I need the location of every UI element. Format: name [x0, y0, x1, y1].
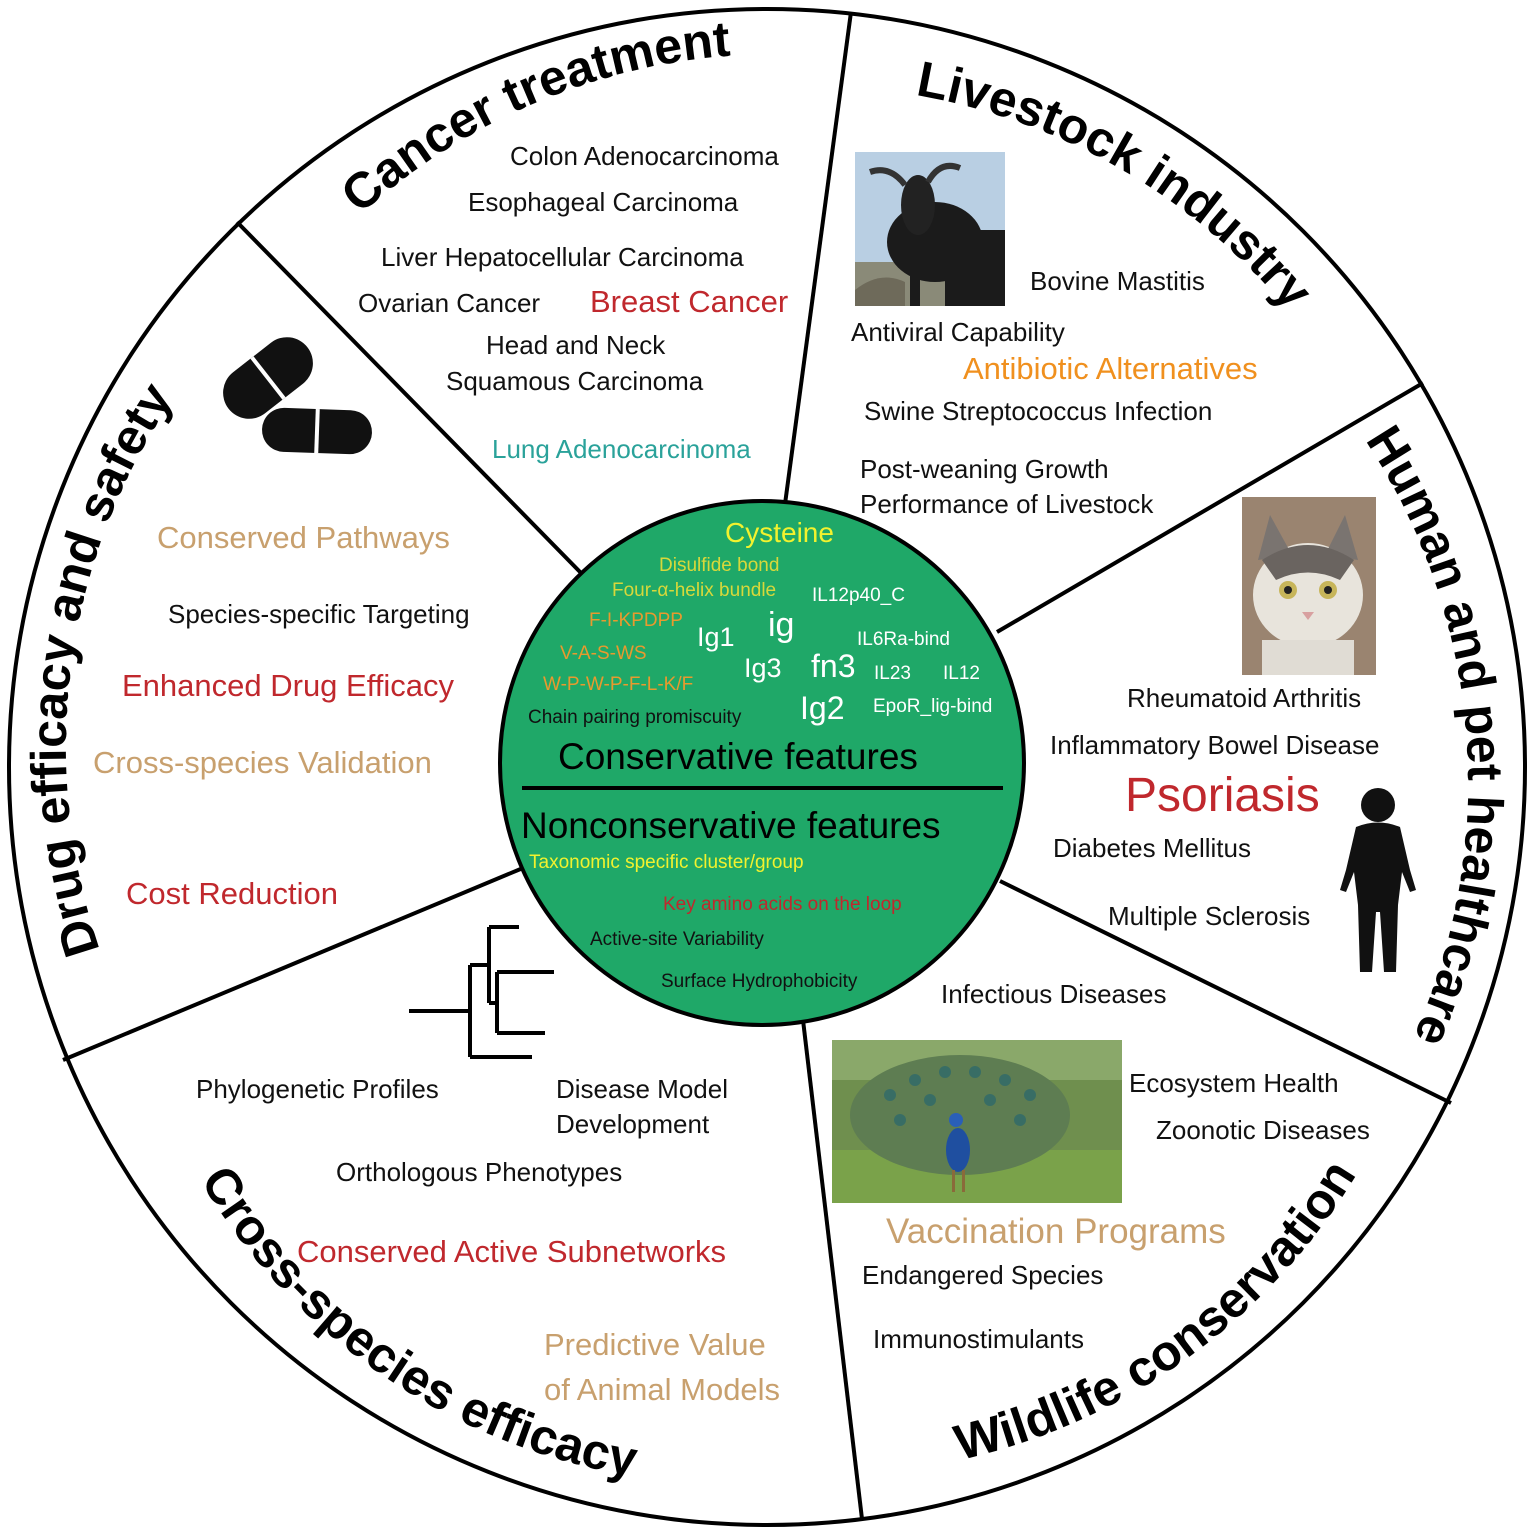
- cross-item: Development: [556, 1109, 710, 1139]
- cancer-item: Breast Cancer: [590, 284, 788, 319]
- feature-label: IL6Ra-bind: [857, 629, 950, 650]
- livestock-item: Antibiotic Alternatives: [963, 351, 1258, 386]
- divider-human-wildlife: [999, 879, 1452, 1105]
- wildlife-item: Infectious Diseases: [941, 979, 1166, 1009]
- nonconservative-items: Taxonomic specific cluster/group Key ami…: [529, 852, 902, 992]
- cross-item: Disease Model: [556, 1074, 728, 1104]
- goat-photo: [855, 152, 1005, 306]
- divider-drug-cancer: [235, 220, 585, 577]
- drug-items: Conserved Pathways Species-specific Targ…: [93, 520, 470, 911]
- cancer-items: Colon Adenocarcinoma Esophageal Carcinom…: [358, 141, 788, 464]
- human-items: Rheumatoid Arthritis Inflammatory Bowel …: [1050, 683, 1379, 931]
- feature-label: Taxonomic specific cluster/group: [529, 852, 804, 873]
- feature-label: Ig1: [697, 622, 735, 652]
- feature-label: IL23: [874, 663, 911, 684]
- cancer-item: Colon Adenocarcinoma: [510, 141, 779, 171]
- feature-label: Chain pairing promiscuity: [528, 707, 742, 728]
- livestock-item: Post-weaning Growth: [860, 454, 1109, 484]
- drug-item: Cross-species Validation: [93, 745, 432, 780]
- drug-item: Conserved Pathways: [157, 520, 450, 555]
- cat-photo: [1242, 497, 1376, 675]
- wildlife-item: Zoonotic Diseases: [1156, 1115, 1370, 1145]
- cross-items: Phylogenetic Profiles Disease Model Deve…: [196, 1074, 780, 1407]
- drug-item: Enhanced Drug Efficacy: [122, 668, 455, 703]
- divider-cross-drug: [62, 866, 524, 1062]
- cancer-item: Head and Neck: [486, 330, 666, 360]
- feature-label: Key amino acids on the loop: [663, 894, 902, 915]
- cross-item: Conserved Active Subnetworks: [297, 1234, 726, 1269]
- center-circle: [498, 499, 1026, 1027]
- livestock-item: Performance of Livestock: [860, 489, 1154, 519]
- feature-label: IL12p40_C: [812, 585, 905, 606]
- peacock-photo: [832, 1040, 1122, 1203]
- cancer-item: Squamous Carcinoma: [446, 366, 704, 396]
- feature-label: IL12: [943, 663, 980, 684]
- phylogenetic-tree-icon: [409, 925, 554, 1059]
- feature-label: Four-α-helix bundle: [612, 580, 776, 601]
- nonconservative-features-title: Nonconservative features: [521, 805, 941, 846]
- feature-label: Ig3: [744, 653, 782, 683]
- livestock-item: Bovine Mastitis: [1030, 266, 1205, 296]
- feature-label: Surface Hydrophobicity: [661, 971, 858, 992]
- feature-label: F-I-KPDPP: [589, 610, 683, 631]
- human-silhouette-icon: [1340, 788, 1416, 972]
- feature-label: fn3: [811, 648, 855, 684]
- wildlife-item: Immunostimulants: [873, 1324, 1084, 1354]
- livestock-items: Bovine Mastitis Antiviral Capability Ant…: [851, 266, 1258, 519]
- divider-wildlife-cross: [801, 1019, 864, 1520]
- feature-label: V-A-S-WS: [560, 643, 647, 664]
- livestock-item: Antiviral Capability: [851, 317, 1065, 347]
- wildlife-item: Endangered Species: [862, 1260, 1103, 1290]
- section-dividers: [62, 11, 1452, 1520]
- cancer-item: Esophageal Carcinoma: [468, 187, 739, 217]
- divider-livestock-human: [995, 381, 1425, 634]
- human-item: Rheumatoid Arthritis: [1127, 683, 1361, 713]
- feature-label: EpoR_lig-bind: [873, 696, 992, 717]
- feature-label: W-P-W-P-F-L-K/F: [543, 674, 693, 695]
- cross-item: Phylogenetic Profiles: [196, 1074, 439, 1104]
- conservative-items: Cysteine Disulfide bond Four-α-helix bun…: [528, 517, 992, 728]
- cross-item: Predictive Value: [544, 1327, 766, 1362]
- wildlife-item: Ecosystem Health: [1129, 1068, 1339, 1098]
- human-item: Diabetes Mellitus: [1053, 833, 1251, 863]
- livestock-item: Swine Streptococcus Infection: [864, 396, 1212, 426]
- wildlife-item: Vaccination Programs: [886, 1212, 1226, 1251]
- cross-item: of Animal Models: [544, 1372, 780, 1407]
- feature-label: ig: [768, 606, 794, 644]
- cancer-item: Lung Adenocarcinoma: [492, 434, 751, 464]
- cancer-item: Ovarian Cancer: [358, 288, 540, 318]
- feature-cysteine: Cysteine: [725, 517, 834, 548]
- cancer-item: Liver Hepatocellular Carcinoma: [381, 242, 744, 272]
- feature-label: Active-site Variability: [590, 929, 764, 950]
- feature-label: Ig2: [800, 690, 844, 726]
- pills-icon: [223, 337, 372, 455]
- human-item: Psoriasis: [1125, 769, 1320, 822]
- human-item: Multiple Sclerosis: [1108, 901, 1310, 931]
- conservative-features-title: Conservative features: [558, 736, 918, 777]
- wildlife-items: Infectious Diseases Ecosystem Health Zoo…: [862, 979, 1370, 1354]
- drug-item: Cost Reduction: [126, 876, 338, 911]
- divider-cancer-livestock: [781, 11, 853, 520]
- cross-item: Orthologous Phenotypes: [336, 1157, 622, 1187]
- drug-item: Species-specific Targeting: [168, 599, 470, 629]
- human-item: Inflammatory Bowel Disease: [1050, 730, 1379, 760]
- feature-label: Disulfide bond: [659, 555, 779, 576]
